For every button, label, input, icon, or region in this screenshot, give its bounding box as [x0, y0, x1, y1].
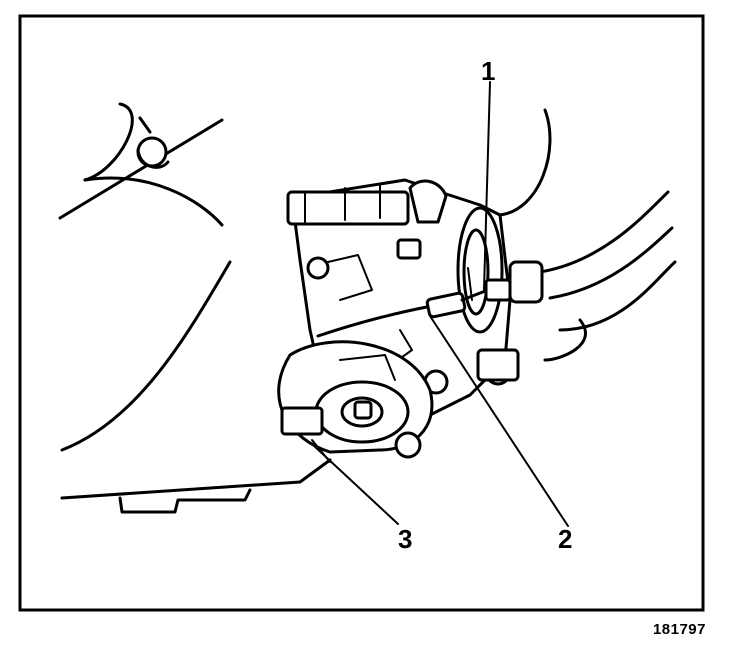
- callout-1: 1: [481, 56, 495, 86]
- leader-line-1: [483, 81, 491, 291]
- callout-3: 3: [398, 524, 412, 554]
- throttle-lever: [277, 340, 434, 463]
- figure-number: 181797: [652, 621, 706, 638]
- leader-line-2: [429, 315, 569, 527]
- hoses: [498, 108, 677, 362]
- figure-frame: [18, 14, 705, 612]
- leader-lines: [311, 81, 569, 527]
- engine-block: [58, 102, 332, 514]
- callout-2: 2: [558, 524, 572, 554]
- leader-line-3: [311, 443, 399, 525]
- accelerator-cable: [316, 267, 512, 338]
